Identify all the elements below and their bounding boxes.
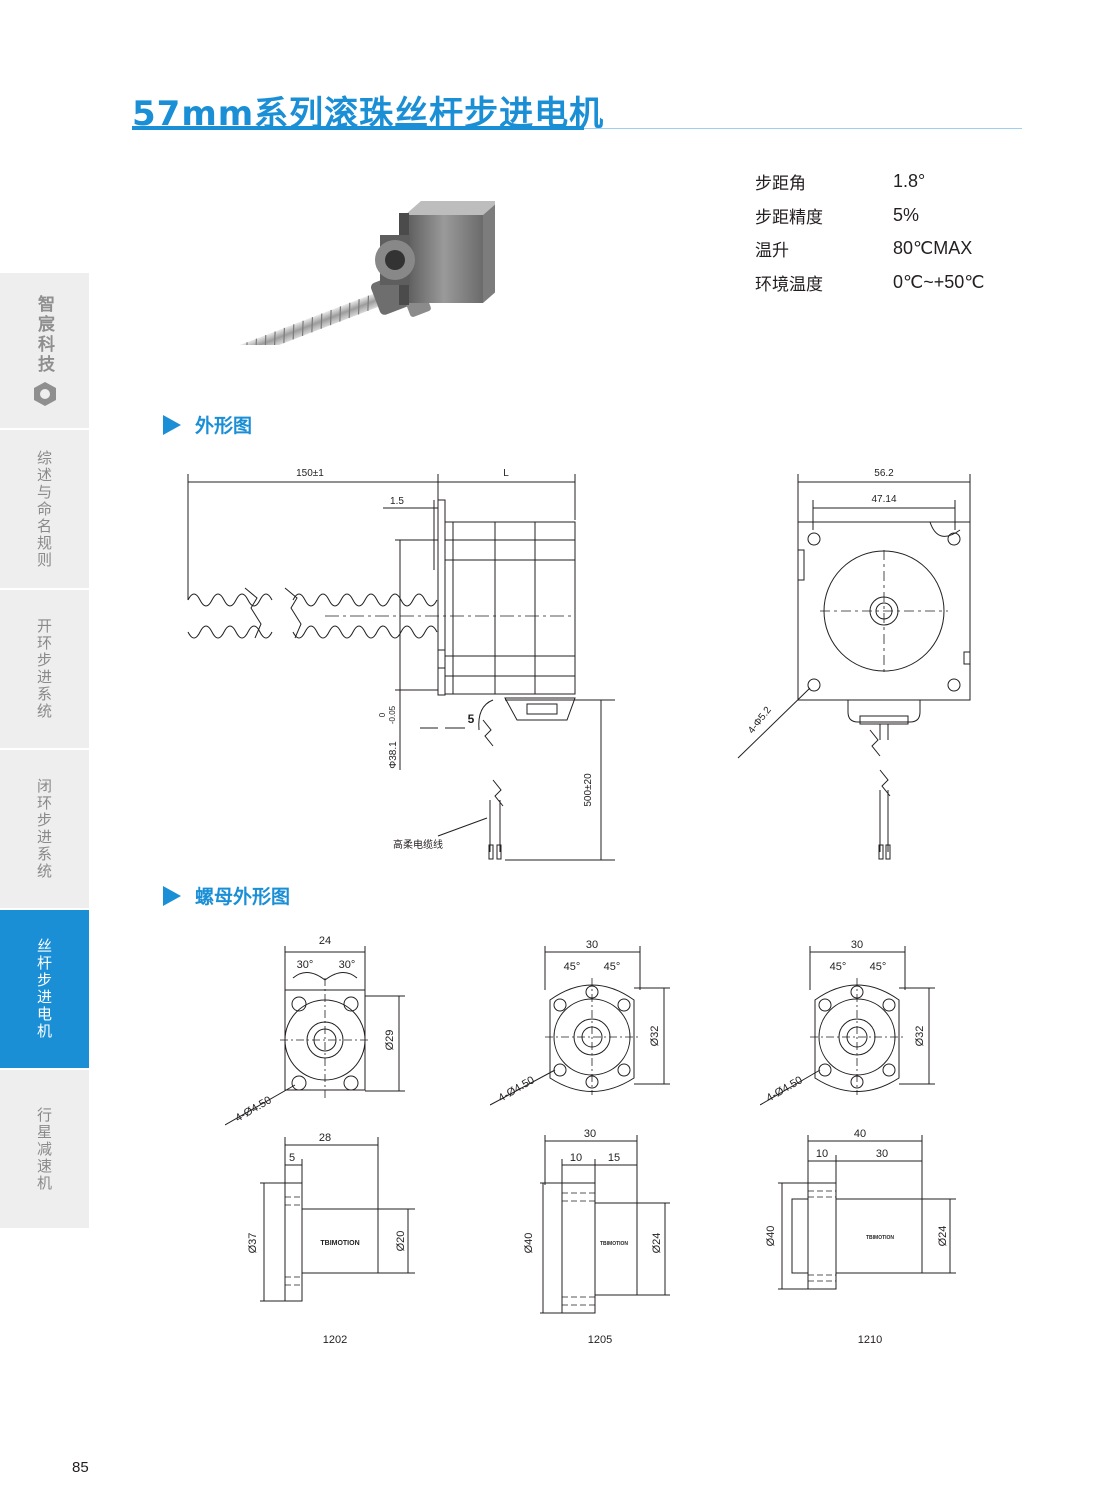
motor-product-photo (190, 201, 495, 345)
nut-holes: 4-Ø4.50 (496, 1074, 536, 1104)
nut-height-dim: Ø29 (384, 1030, 396, 1051)
nut-angle-left: 45° (830, 961, 847, 973)
nut-body-dia: Ø20 (395, 1231, 407, 1252)
nut-flange-dia: Ø37 (247, 1233, 259, 1254)
nut-model-label: 1210 (858, 1334, 882, 1346)
motor-side-drawing: 150±1 L 1.5 5 Φ38.1 0 -0.05 500±20 高柔电缆线 (187, 468, 615, 861)
dim-screw-length: 150±1 (296, 468, 324, 479)
nut-1210-front: 30 45° 45° Ø32 4-Ø4.50 (760, 939, 935, 1106)
dim-motor-length: L (503, 468, 509, 479)
nut-brand: TBIMOTION (320, 1240, 359, 1247)
sidebar-item-overview[interactable]: 综述与命名规则 (0, 430, 89, 590)
spec-row: 环境温度 0℃~+50℃ (755, 266, 985, 300)
nut-angle-right: 30° (339, 959, 356, 971)
page-number: 85 (72, 1459, 89, 1476)
nut-model-label: 1202 (323, 1334, 347, 1346)
sidebar-item-closed-loop[interactable]: 闭环步进系统 (0, 750, 89, 910)
spec-key: 步距精度 (755, 207, 823, 228)
triangle-bullet-icon (163, 885, 181, 906)
nut-1210-side: 40 10 30 Ø40 Ø24 TBIMOTION (765, 1128, 956, 1290)
nut-angle-right: 45° (870, 961, 887, 973)
dim-hole-pitch: 47.14 (871, 494, 896, 505)
section-nut-outline: 螺母外形图 (163, 882, 290, 909)
brand-name: 智宸科技 (34, 294, 54, 375)
nut-body-dia: Ø24 (937, 1226, 949, 1247)
spec-value: 5% (893, 204, 920, 225)
triangle-bullet-icon (163, 414, 181, 435)
nut-side-length: 40 (854, 1128, 866, 1140)
nut-holes: 4-Ø4.50 (233, 1094, 273, 1124)
nut-body-len: 15 (608, 1152, 620, 1164)
spec-value: 0℃~+50℃ (893, 271, 985, 292)
cable-label: 高柔电缆线 (393, 838, 443, 851)
nut-side-length: 30 (584, 1128, 596, 1140)
spec-row: 步距精度 5% (755, 199, 985, 233)
motor-front-drawing: 56.2 47.14 4-Φ5.2 (737, 468, 971, 860)
nut-1205-front: 30 45° 45° Ø32 4-Ø4.50 (490, 939, 670, 1106)
spec-row: 步距角 1.8° (755, 165, 985, 199)
nut-1202-side: 28 5 Ø37 Ø20 TBIMOTION (247, 1132, 415, 1302)
sidebar-item-lead-screw[interactable]: 丝杆步进电机 (0, 910, 89, 1070)
sidebar-item-label: 丝杆步进电机 (35, 938, 53, 1040)
spec-row: 温升 80℃MAX (755, 232, 985, 266)
sidebar-item-open-loop[interactable]: 开环步进系统 (0, 590, 89, 750)
nut-side-length: 28 (319, 1132, 331, 1144)
dim-holes: 4-Φ5.2 (746, 705, 774, 736)
dim-flange: 1.5 (390, 496, 404, 507)
nut-top-width: 30 (586, 939, 598, 951)
spec-value: 1.8° (893, 171, 926, 192)
title-rule (584, 128, 1022, 129)
nut-angle-left: 45° (564, 961, 581, 973)
sidebar-item-label: 闭环步进系统 (35, 778, 53, 880)
nut-brand: TBIMOTION (600, 1241, 628, 1247)
nut-flange-thk: 5 (289, 1152, 295, 1164)
nut-flange-thk: 10 (570, 1152, 582, 1164)
nut-height-dim: Ø32 (914, 1026, 926, 1047)
nut-flange-dia: Ø40 (765, 1226, 777, 1247)
sidebar-item-planetary[interactable]: 行星减速机 (0, 1070, 89, 1230)
sidebar-item-label: 开环步进系统 (35, 618, 53, 720)
sidebar-brand: 智宸科技 (0, 273, 89, 430)
nut-flange-thk: 10 (816, 1148, 828, 1160)
spec-key: 环境温度 (755, 274, 823, 295)
brand-logo-icon (33, 381, 56, 406)
nut-holes: 4-Ø4.50 (764, 1074, 804, 1104)
nut-flange-dia: Ø40 (523, 1233, 535, 1254)
spec-key: 步距角 (755, 174, 806, 195)
nut-body-len: 30 (876, 1148, 888, 1160)
section-label: 螺母外形图 (195, 886, 291, 908)
dim-boss-tol-lower: -0.05 (388, 705, 397, 724)
spec-value: 80℃MAX (893, 238, 973, 259)
spec-table: 步距角 1.8° 步距精度 5% 温升 80℃MAX 环境温度 0℃~+50℃ (755, 165, 985, 299)
nut-model-labels: 1202 1205 1210 (323, 1334, 882, 1346)
dim-boss-tol-upper: 0 (378, 712, 387, 717)
title-underline (132, 126, 584, 130)
dim-boss: 5 (468, 712, 475, 726)
nut-1205-side: 30 10 15 Ø40 Ø24 TBIMOTION (523, 1128, 670, 1314)
nut-height-dim: Ø32 (649, 1026, 661, 1047)
nut-body-dia: Ø24 (651, 1233, 663, 1254)
nut-model-label: 1205 (588, 1334, 612, 1346)
dim-cable-length: 500±20 (583, 773, 594, 807)
sidebar-item-label: 行星减速机 (35, 1106, 53, 1192)
nut-angle-left: 30° (297, 959, 314, 971)
nut-top-width: 30 (851, 939, 863, 951)
nut-1202-front: 24 30° 30° Ø29 4-Ø4.50 (225, 935, 405, 1126)
nut-top-width: 24 (319, 935, 331, 947)
nut-brand: TBIMOTION (866, 1235, 894, 1241)
dim-width: 56.2 (874, 468, 894, 479)
dim-boss-dia: Φ38.1 (388, 741, 399, 769)
section-outline: 外形图 (163, 411, 252, 438)
sidebar-item-label: 综述与命名规则 (35, 449, 53, 569)
nut-angle-right: 45° (604, 961, 621, 973)
spec-key: 温升 (755, 241, 789, 262)
section-label: 外形图 (195, 415, 253, 437)
